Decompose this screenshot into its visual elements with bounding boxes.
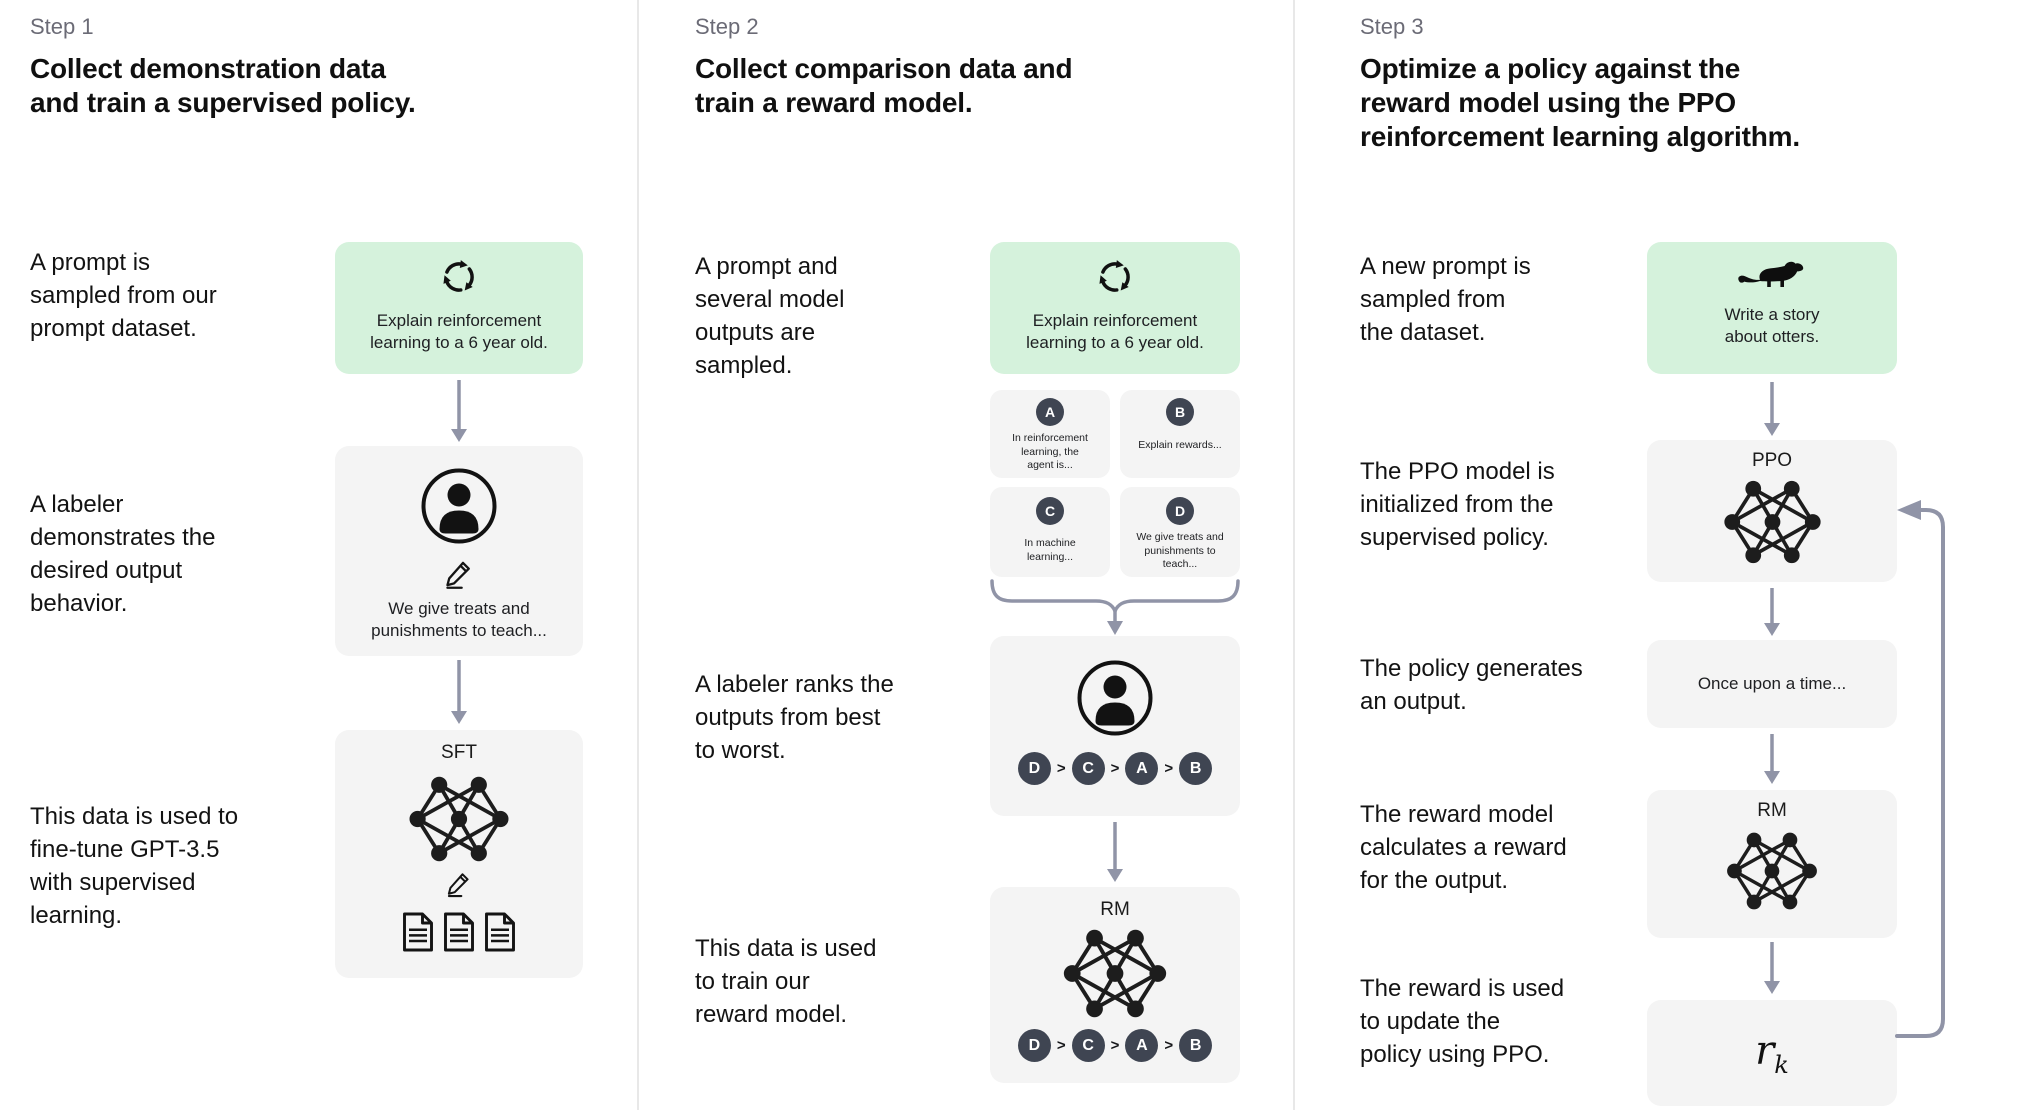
step2-prompt-text: Explain reinforcement learning to a 6 ye… (1026, 311, 1204, 352)
step1-caption-data: This data is used to fine-tune GPT-3.5 w… (30, 803, 239, 929)
feedback-loop-arrow-icon (1895, 500, 1945, 1038)
step2-ranking-box: D > C > A > B (990, 636, 1240, 816)
rank-badge: B (1179, 752, 1213, 785)
step1-prompt-text: Explain reinforcement learning to a 6 ye… (370, 311, 548, 352)
rank-separator: > (1164, 760, 1174, 777)
rank-badge: D (1017, 752, 1051, 785)
brace-converge-icon (990, 579, 1240, 635)
output-letter-badge: A (1036, 398, 1064, 426)
rank-badge: C (1071, 752, 1105, 785)
step3-rm-box: RM (1647, 790, 1897, 938)
otter-icon (1736, 258, 1808, 292)
output-d-text: We give treats and punishments to teach.… (1136, 531, 1224, 570)
reward-r: r (1755, 1027, 1775, 1074)
neural-network-icon (1059, 927, 1171, 1020)
cycle-icon (1093, 255, 1137, 299)
output-box-a: A In reinforcement learning, the agent i… (990, 390, 1110, 478)
rank-badge: A (1125, 752, 1159, 785)
step2-caption-rank: A labeler ranks the outputs from best to… (695, 671, 894, 764)
step2-caption-prompt: A prompt and several model outputs are s… (695, 253, 845, 379)
sft-label: SFT (441, 742, 477, 763)
pencil-icon (445, 870, 473, 898)
rank-separator: > (1164, 1037, 1174, 1054)
step2-rm-box: RM D > C > A > B (990, 887, 1240, 1083)
step3-caption-output: The policy generates an output. (1360, 655, 1583, 715)
arrow-down-icon (451, 380, 467, 442)
step2-label: Step 2 (695, 14, 759, 39)
output-c-text: In machine learning... (1024, 537, 1076, 563)
arrow-down-icon (451, 660, 467, 724)
step1-labeler-box: We give treats and punishments to teach.… (335, 446, 583, 656)
step1-sft-box: SFT (335, 730, 583, 978)
step3-label: Step 3 (1360, 14, 1424, 39)
step3-reward-box: rk (1647, 1000, 1897, 1106)
step1-labeler-text: We give treats and punishments to teach.… (371, 599, 547, 640)
document-icon (441, 910, 477, 954)
rm-label: RM (1757, 800, 1787, 821)
arrow-down-icon (1764, 382, 1780, 436)
output-letter-badge: B (1166, 398, 1194, 426)
rank-separator: > (1056, 760, 1066, 777)
output-box-b: B Explain rewards... (1120, 390, 1240, 478)
column-divider-2 (1293, 0, 1295, 1110)
cycle-icon (437, 255, 481, 299)
document-icon (482, 910, 518, 954)
step1-caption-labeler: A labeler demonstrates the desired outpu… (30, 491, 216, 617)
step3-caption-update: The reward is used to update the policy … (1360, 975, 1565, 1068)
neural-network-icon (405, 774, 513, 864)
rm-label: RM (1100, 899, 1130, 920)
reward-k-subscript: k (1774, 1050, 1789, 1079)
step2-prompt-box: Explain reinforcement learning to a 6 ye… (990, 242, 1240, 374)
step3-output-text: Once upon a time... (1697, 674, 1847, 693)
step3-caption-ppo: The PPO model is initialized from the su… (1360, 458, 1555, 551)
output-letter-badge: C (1036, 497, 1064, 525)
step3-title: Optimize a policy against the reward mod… (1360, 53, 1800, 152)
person-icon (419, 466, 499, 546)
step3-output-box: Once upon a time... (1647, 640, 1897, 728)
ranking-row: D > C > A > B (990, 752, 1240, 785)
rank-badge: B (1179, 1029, 1213, 1062)
output-a-text: In reinforcement learning, the agent is.… (1012, 432, 1088, 471)
step2-caption-data: This data is used to train our reward mo… (695, 935, 877, 1028)
rank-separator: > (1110, 760, 1120, 777)
step1-prompt-box: Explain reinforcement learning to a 6 ye… (335, 242, 583, 374)
ppo-label: PPO (1751, 450, 1793, 471)
output-b-text: Explain rewards... (1138, 439, 1222, 451)
step2-title: Collect comparison data and train a rewa… (695, 53, 1073, 118)
step3-caption-reward: The reward model calculates a reward for… (1360, 801, 1567, 894)
arrow-down-icon (1107, 822, 1123, 882)
neural-network-icon (1723, 830, 1821, 912)
step3-prompt-box: Write a story about otters. (1647, 242, 1897, 374)
output-box-c: C In machine learning... (990, 487, 1110, 577)
arrow-down-icon (1764, 942, 1780, 994)
output-letter-badge: D (1166, 497, 1194, 525)
documents-icon (400, 910, 518, 954)
rank-badge: C (1071, 1029, 1105, 1062)
pencil-icon (443, 558, 475, 590)
rank-badge: A (1125, 1029, 1159, 1062)
step1-caption-prompt: A prompt is sampled from our prompt data… (30, 249, 217, 342)
rank-badge: D (1017, 1029, 1051, 1062)
rank-separator: > (1110, 1037, 1120, 1054)
output-box-d: D We give treats and punishments to teac… (1120, 487, 1240, 577)
rank-separator: > (1056, 1037, 1066, 1054)
document-icon (400, 910, 436, 954)
step3-prompt-text: Write a story about otters. (1724, 305, 1820, 346)
column-divider-1 (637, 0, 639, 1110)
ranking-row: D > C > A > B (990, 1029, 1240, 1062)
neural-network-icon (1720, 478, 1825, 566)
step1-label: Step 1 (30, 14, 94, 39)
arrow-down-icon (1764, 588, 1780, 636)
person-icon (1075, 658, 1155, 738)
step3-ppo-box: PPO (1647, 440, 1897, 582)
arrow-down-icon (1764, 734, 1780, 784)
step3-caption-prompt: A new prompt is sampled from the dataset… (1360, 253, 1531, 346)
reward-value: rk (1755, 1028, 1789, 1079)
step1-title: Collect demonstration data and train a s… (30, 53, 416, 118)
